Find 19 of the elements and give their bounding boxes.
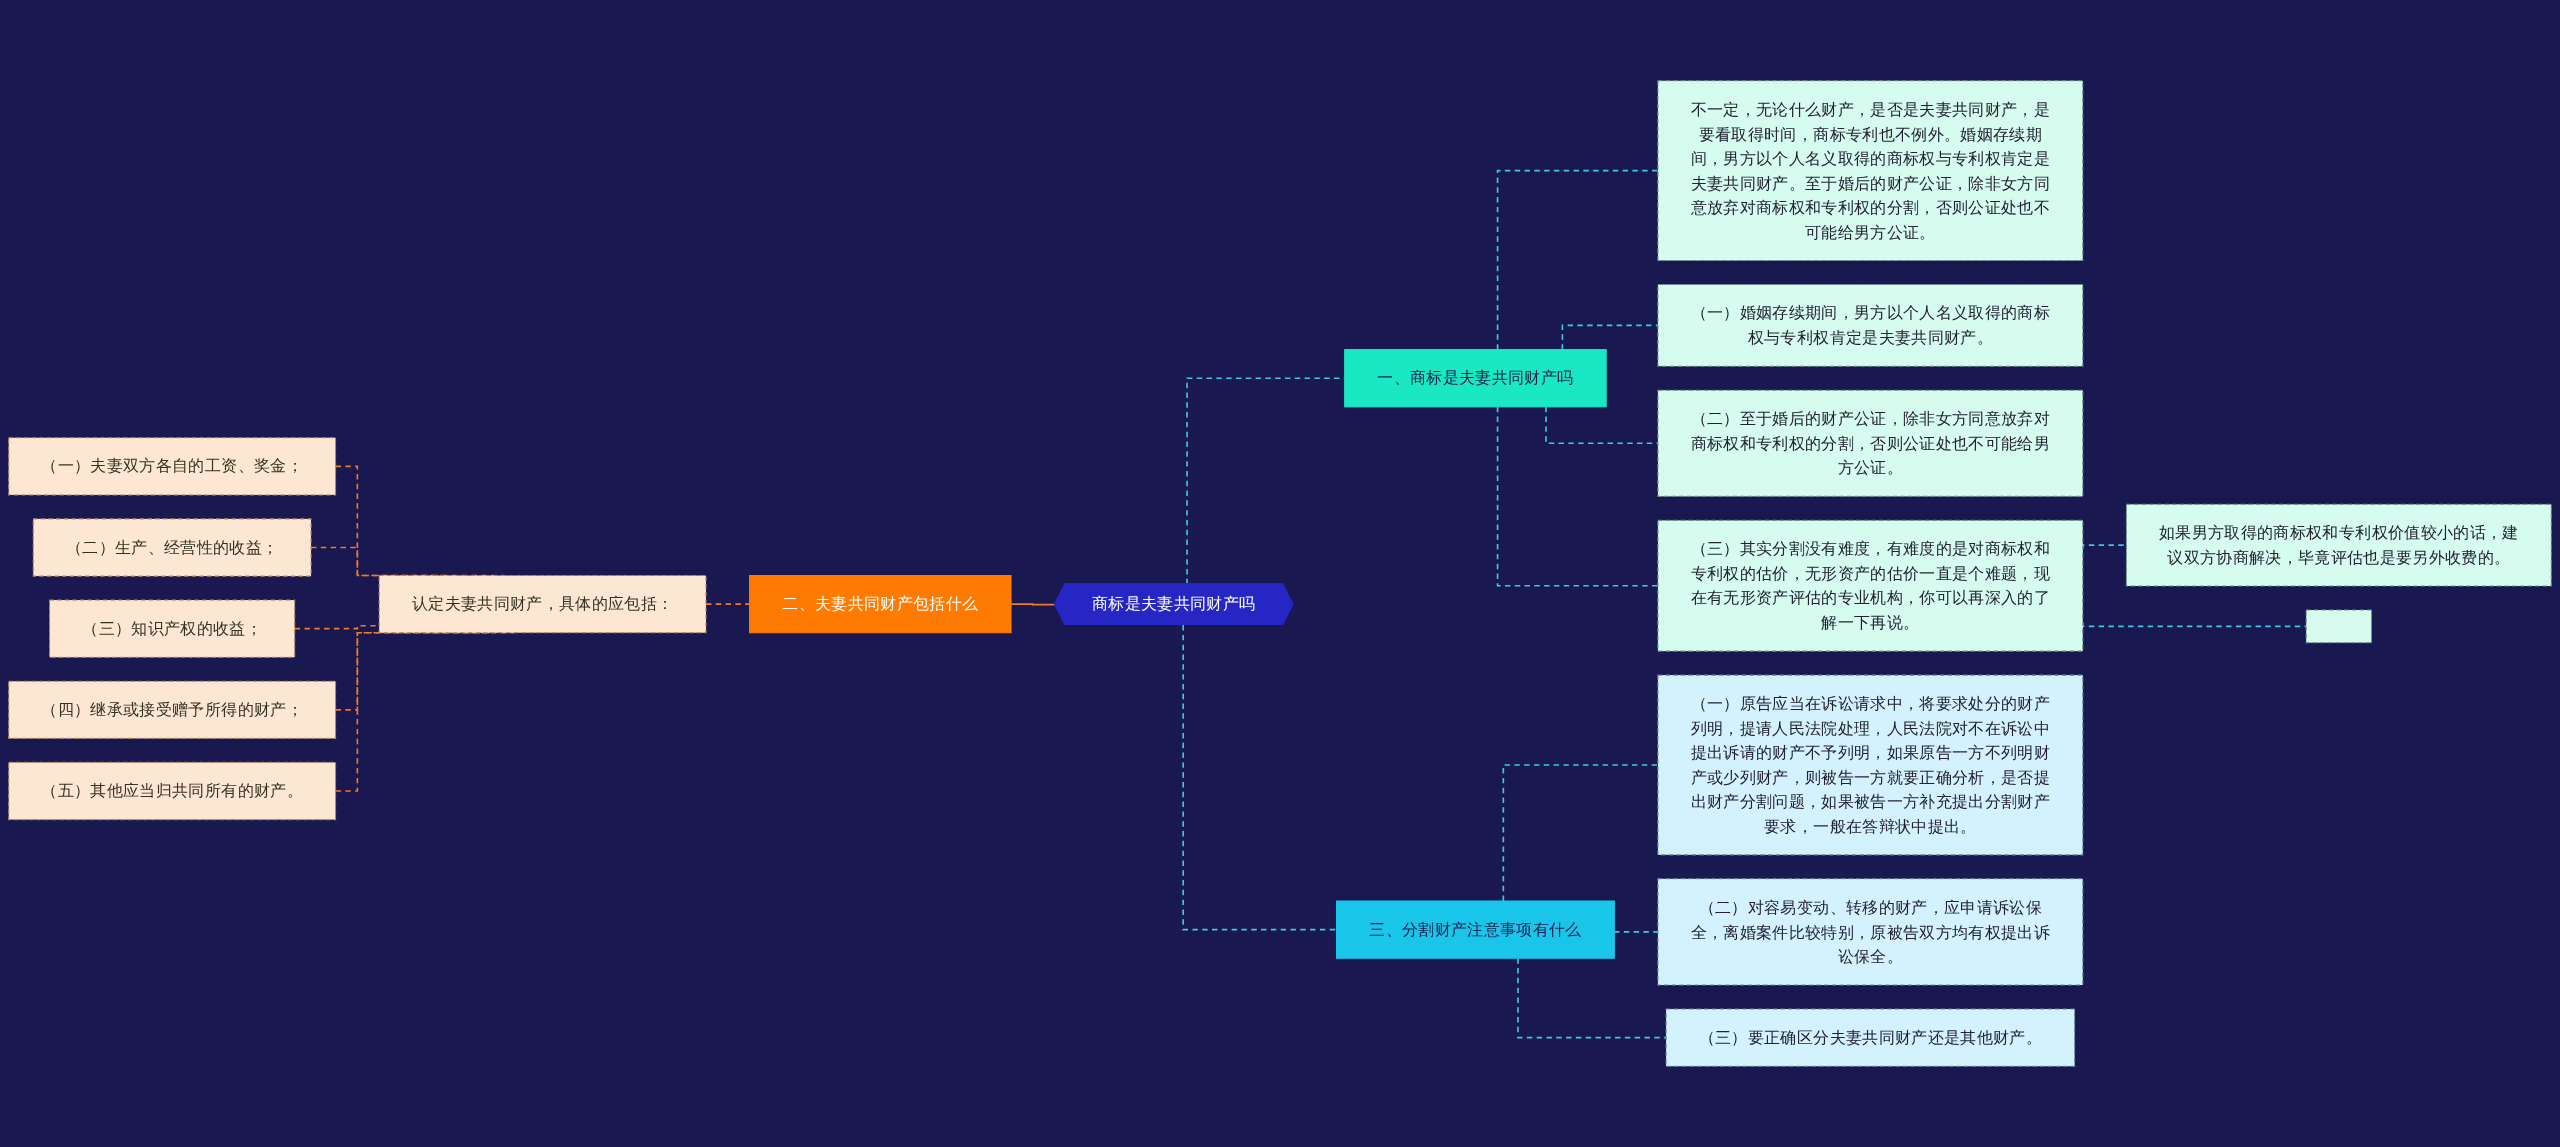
node-box: （二）生产、经营性的收益； <box>32 518 312 577</box>
node-box: 三、分割财产注意事项有什么 <box>1335 900 1615 959</box>
node-box: 二、夫妻共同财产包括什么 <box>749 575 1012 634</box>
node-box: 不一定，无论什么财产，是否是夫妻共同财产，是要看取得时间，商标专利也不例外。婚姻存续期间，男方以个人名义取得的商标权与专利权肯定是夫妻共同财产。至于婚后的财产公证，除非女方同意放弃对商标权和专利权的分割，否则公证处也不可能给男方公证。 <box>1657 80 2084 262</box>
node-box: （一）原告应当在诉讼请求中，将要求处分的财产列明，提请人民法院处理，人民法院对不在诉讼中提出诉请的财产不予列明，如果原告一方不列明财产或少列财产，则被告一方就要正确分析，是否提出财产分割问题，如果被告一方补充提出分割财产要求，一般在答辩状中提出。 <box>1657 674 2084 856</box>
node-box: （五）其他应当归共同所有的财产。 <box>8 761 337 821</box>
node-box: （三）要正确区分夫妻共同财产还是其他财产。 <box>1665 1008 2076 1067</box>
node-box: 认定夫妻共同财产，具体的应包括： <box>378 575 707 634</box>
node-box: （二）至于婚后的财产公证，除非女方同意放弃对商标权和专利权的分割，否则公证处也不可能给男方公证。 <box>1657 389 2084 497</box>
connector <box>1517 957 1667 1039</box>
node-box: （四）继承或接受赠予所得的财产； <box>8 680 337 739</box>
node-box: （三）其实分割没有难度，有难度的是对商标权和专利权的估价，无形资产的估价一直是个难题，现在有无形资产评估的专业机构，你可以再深入的了解一下再说。 <box>1657 519 2084 652</box>
node-box <box>2305 609 2373 644</box>
node-box: （三）知识产权的收益； <box>49 599 296 658</box>
node-box: 一、商标是夫妻共同财产吗 <box>1344 349 1607 408</box>
node-box: 如果男方取得的商标权和专利权价值较小的话，建议双方协商解决，毕竟评估也是要另外收费的。 <box>2125 503 2552 587</box>
node-box: （一）夫妻双方各自的工资、奖金； <box>8 437 337 496</box>
node-box: （二）对容易变动、转移的财产，应申请诉讼保全，离婚案件比较特别，原被告双方均有权提出诉讼保全。 <box>1657 878 2084 986</box>
node-box: （一）婚姻存续期间，男方以个人名义取得的商标权与专利权肯定是夫妻共同财产。 <box>1657 283 2084 367</box>
